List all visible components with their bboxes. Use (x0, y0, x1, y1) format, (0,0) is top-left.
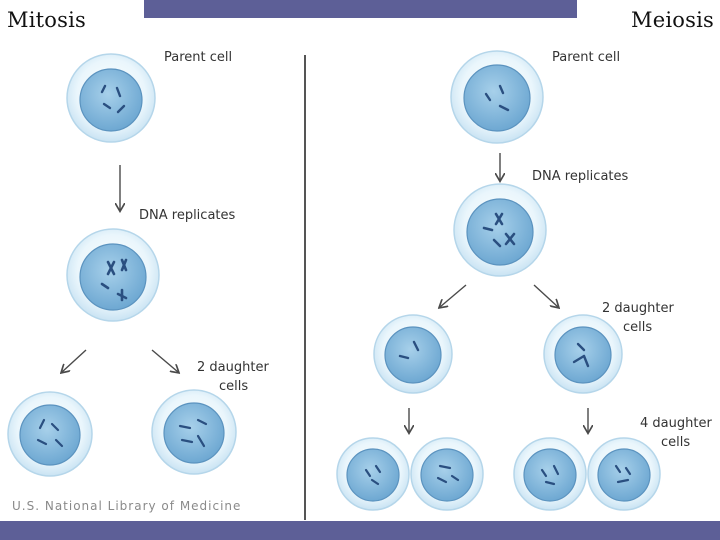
mitosis-arrow-left (62, 350, 86, 372)
meiosis-4daughters-label-1: 4 daughter (640, 416, 712, 431)
meiosis-granddaughter-cell-3 (514, 438, 586, 510)
meiosis-parent-label: Parent cell (552, 50, 620, 65)
meiosis-granddaughter-cell-1 (337, 438, 409, 510)
mitosis-daughters-label-1: 2 daughter (197, 360, 269, 375)
mitosis-arrow-right (152, 350, 178, 372)
meiosis-replicated-cell (454, 184, 546, 276)
meiosis-arrow-right (534, 285, 558, 307)
mitosis-daughter-cell-1 (8, 392, 92, 476)
meiosis-2daughters-label-1: 2 daughter (602, 301, 674, 316)
meiosis-granddaughter-cell-2 (411, 438, 483, 510)
meiosis-replicate-label: DNA replicates (532, 169, 629, 184)
credit-text: U.S. National Library of Medicine (12, 499, 241, 513)
meiosis-2daughters-label-2: cells (623, 320, 652, 335)
mitosis-daughters-label-2: cells (219, 379, 248, 394)
meiosis-granddaughter-cell-4 (588, 438, 660, 510)
mitosis-replicate-label: DNA replicates (139, 208, 236, 223)
mitosis-daughter-cell-2 (152, 390, 236, 474)
meiosis-parent-cell (451, 51, 543, 143)
meiosis-arrow-left (440, 285, 466, 307)
meiosis-4daughters-label-2: cells (661, 435, 690, 450)
mitosis-replicated-cell (67, 229, 159, 321)
mitosis-parent-label: Parent cell (164, 50, 232, 65)
meiosis-daughter-cell-1 (374, 315, 452, 393)
mitosis-parent-cell (67, 54, 155, 142)
meiosis-daughter-cell-2 (544, 315, 622, 393)
